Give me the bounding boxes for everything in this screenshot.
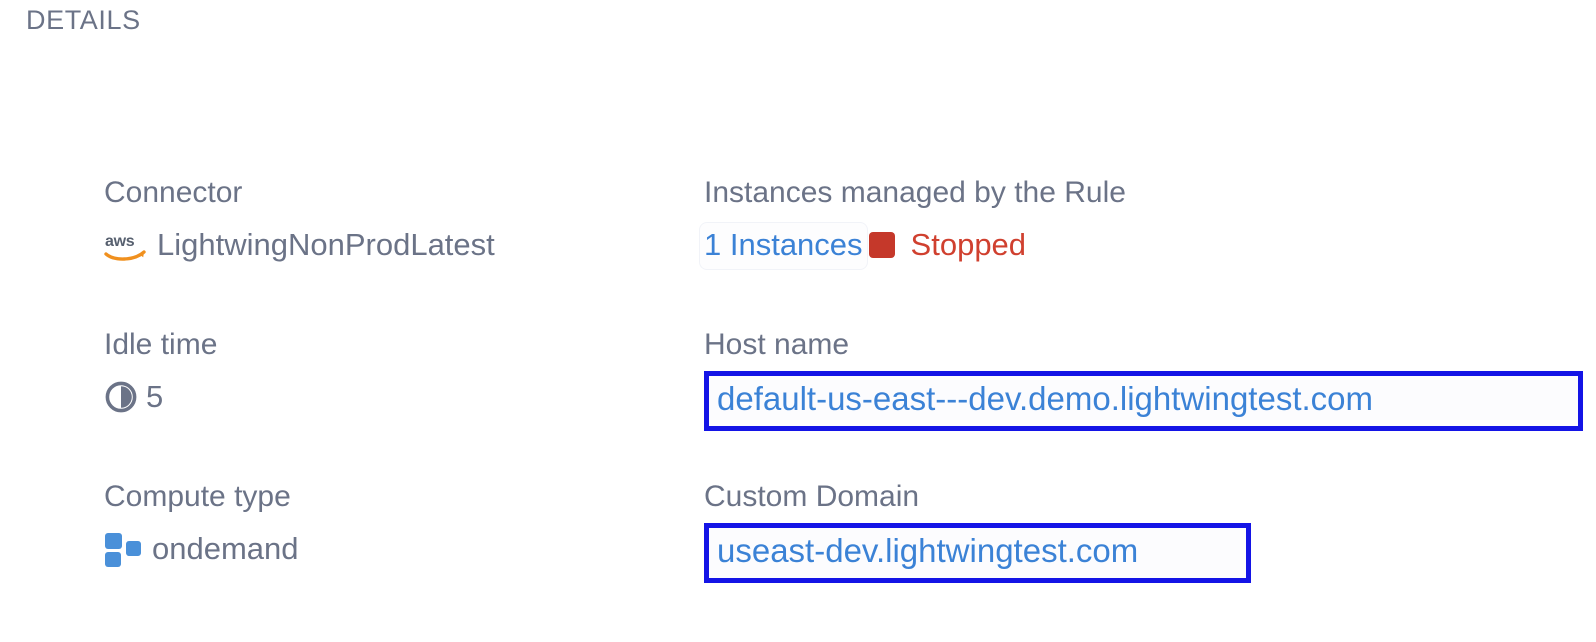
details-row-3: Compute type ondemand Custom Domain u — [0, 480, 1596, 632]
instances-count-chip[interactable]: 1 Instances — [700, 223, 867, 269]
stop-square-icon — [868, 232, 895, 258]
field-instances-managed: Instances managed by the Rule 1 Instance… — [700, 176, 1126, 269]
instance-status: Stopped — [868, 226, 1027, 264]
status-badge: Stopped — [910, 227, 1027, 262]
connector-value-row: aws LightwingNonProdLatest — [104, 226, 495, 264]
host-name-link[interactable]: default-us-east---dev.demo.lightwingtest… — [717, 380, 1374, 417]
host-name-focus-box[interactable]: default-us-east---dev.demo.lightwingtest… — [704, 371, 1583, 431]
field-compute-type: Compute type ondemand — [104, 480, 299, 568]
connector-name: LightwingNonProdLatest — [157, 227, 495, 262]
clock-pie-icon — [104, 380, 138, 414]
connector-label: Connector — [104, 176, 243, 209]
section-title-details: DETAILS — [26, 5, 141, 35]
field-idle-time: Idle time 5 — [104, 328, 217, 416]
idle-time-label: Idle time — [104, 328, 218, 361]
instances-managed-value-row: 1 Instances Stopped — [700, 223, 1126, 269]
compute-type-value-row: ondemand — [104, 530, 299, 568]
host-name-label: Host name — [704, 328, 850, 361]
compute-type-value: ondemand — [152, 531, 299, 566]
compute-blocks-icon — [104, 532, 142, 568]
field-connector: Connector aws LightwingNonProdLatest — [104, 176, 495, 264]
custom-domain-link[interactable]: useast-dev.lightwingtest.com — [717, 532, 1139, 569]
instances-count-link[interactable]: 1 Instances — [704, 227, 863, 262]
idle-time-value-row: 5 — [104, 378, 217, 416]
idle-time-value: 5 — [146, 379, 164, 414]
aws-logo-icon: aws — [104, 230, 148, 264]
compute-type-label: Compute type — [104, 480, 291, 513]
field-host-name: Host name default-us-east---dev.demo.lig… — [704, 328, 1583, 431]
details-grid: Connector aws LightwingNonProdLatest Ins… — [0, 176, 1596, 632]
custom-domain-label: Custom Domain — [704, 480, 920, 513]
custom-domain-focus-box[interactable]: useast-dev.lightwingtest.com — [704, 523, 1251, 583]
details-row-2: Idle time 5 Host name default-us-east — [0, 328, 1596, 480]
field-custom-domain: Custom Domain useast-dev.lightwingtest.c… — [704, 480, 1251, 583]
details-row-1: Connector aws LightwingNonProdLatest Ins… — [0, 176, 1596, 328]
svg-text:aws: aws — [105, 233, 135, 250]
instances-managed-label: Instances managed by the Rule — [704, 176, 1126, 209]
